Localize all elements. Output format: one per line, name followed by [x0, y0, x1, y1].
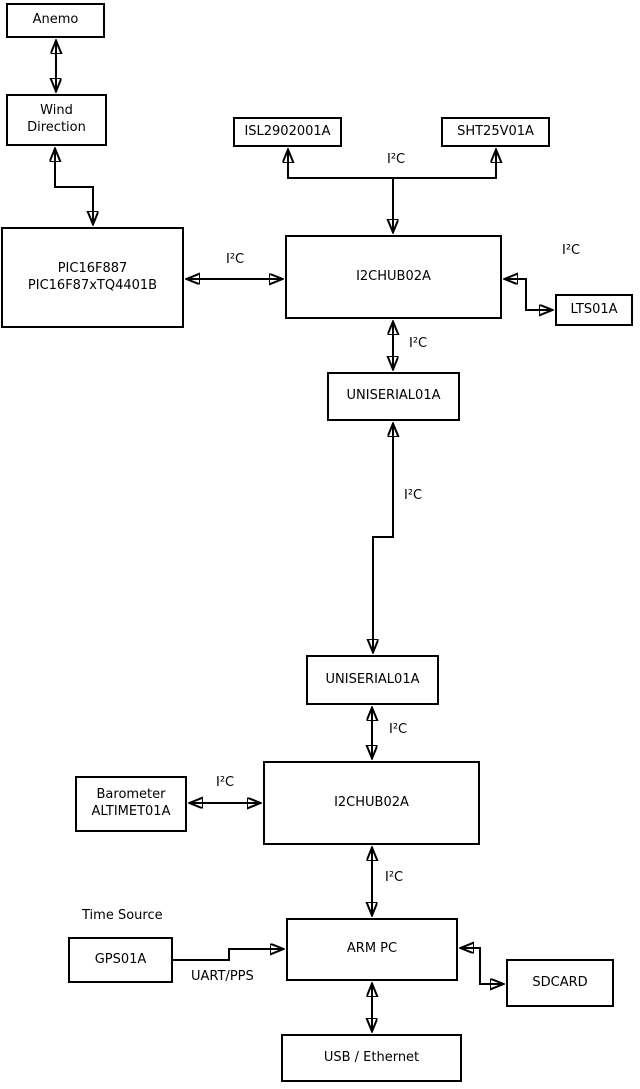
- node-i2c-hub-bottom: I2CHUB02A: [263, 761, 480, 845]
- node-sht-sensor: SHT25V01A: [441, 117, 550, 147]
- node-label: Anemo: [32, 12, 79, 28]
- node-barometer: Barometer ALTIMET01A: [75, 776, 187, 832]
- node-i2c-hub-top: I2CHUB02A: [285, 235, 502, 319]
- node-label: I2CHUB02A: [356, 268, 431, 284]
- node-label: UNISERIAL01A: [346, 388, 441, 404]
- node-label: SDCARD: [532, 974, 588, 990]
- node-label: I2CHUB02A: [334, 794, 409, 810]
- node-lts-sensor: LTS01A: [555, 294, 633, 326]
- node-gps: GPS01A: [68, 937, 173, 983]
- edge-label-i2c-barometer-hub2: I²C: [216, 775, 235, 790]
- edge-label-i2c-bus-top: I²C: [387, 152, 406, 167]
- node-label: Direction: [27, 120, 86, 135]
- node-wind-direction: Wind Direction: [6, 94, 107, 146]
- connector-hub1-lts: [505, 279, 552, 310]
- node-label: Barometer: [96, 787, 166, 803]
- edge-label-i2c-hub1-lts: I²C: [562, 243, 581, 258]
- node-arm-pc: ARM PC: [286, 918, 458, 981]
- edge-label-i2c-long-link: I²C: [404, 488, 423, 503]
- edge-label-i2c-uniserial2-hub2: I²C: [389, 722, 408, 737]
- node-isl-sensor: ISL2902001A: [233, 117, 342, 147]
- node-uniserial-bottom: UNISERIAL01A: [306, 655, 439, 705]
- node-usb-ethernet: USB / Ethernet: [281, 1034, 462, 1082]
- node-label: GPS01A: [94, 951, 147, 967]
- node-label: LTS01A: [570, 301, 618, 317]
- connector-armpc-sdcard: [461, 948, 503, 984]
- node-label: ISL2902001A: [244, 123, 331, 139]
- annotation-time-source: Time Source: [82, 908, 163, 923]
- connector-wind-pic: [55, 149, 93, 224]
- node-sdcard: SDCARD: [506, 959, 614, 1007]
- edge-label-uart-pps: UART/PPS: [191, 969, 254, 984]
- node-label: PIC16F87xTQ4401B: [27, 277, 158, 293]
- edge-label-i2c-hub1-uniserial1: I²C: [409, 336, 428, 351]
- node-anemo: Anemo: [6, 3, 105, 38]
- connector-uniserial1-uniserial2: [373, 424, 393, 652]
- node-label: USB / Ethernet: [323, 1049, 420, 1065]
- node-uniserial-top: UNISERIAL01A: [327, 372, 460, 421]
- node-label: ALTIMET01A: [91, 804, 171, 819]
- edge-label-i2c-hub2-armpc: I²C: [385, 870, 404, 885]
- connector-gps-armpc: [173, 949, 283, 961]
- node-label: ARM PC: [346, 941, 398, 957]
- node-label: SHT25V01A: [457, 123, 534, 139]
- edge-label-i2c-pic-hub1: I²C: [226, 252, 245, 267]
- node-pic-controller: PIC16F887 PIC16F87xTQ4401B: [1, 227, 184, 328]
- node-label: Wind: [40, 103, 73, 119]
- node-label: UNISERIAL01A: [325, 671, 420, 687]
- node-label: PIC16F887: [57, 260, 128, 276]
